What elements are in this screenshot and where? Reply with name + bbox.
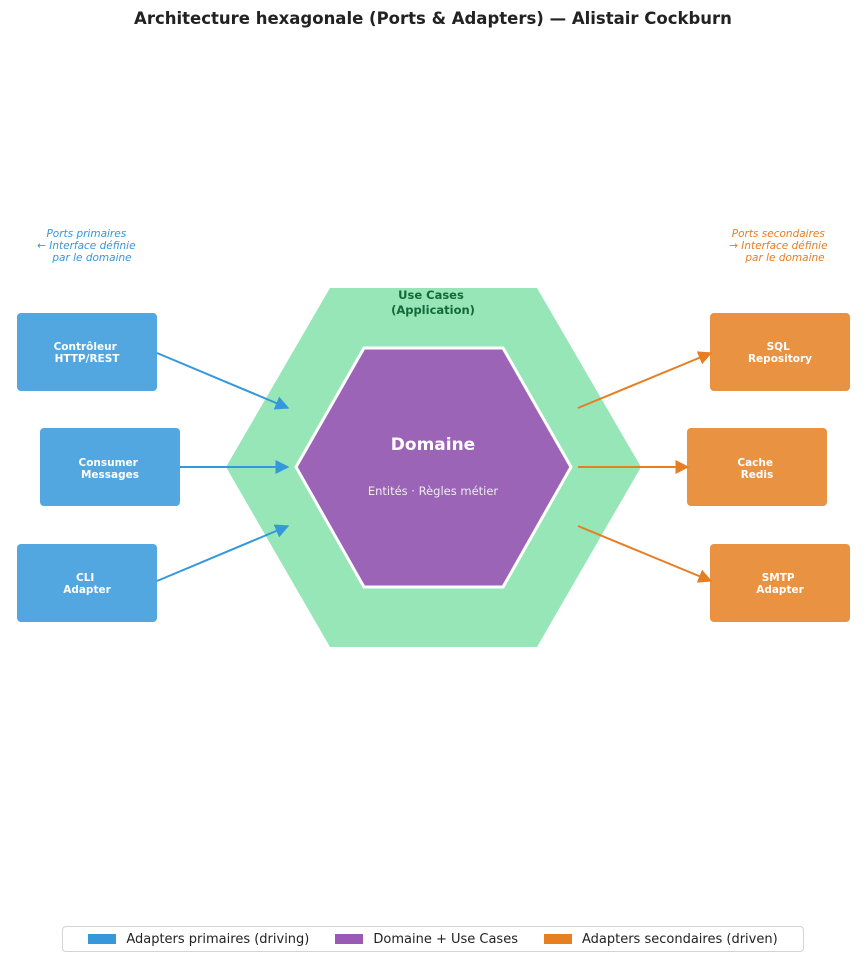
secondary-ports-note: Ports secondaires → Interface définie pa… <box>729 228 831 264</box>
secondary-adapter-redis: Cache Redis <box>687 428 827 506</box>
legend-item-primary: Adapters primaires (driving) <box>88 932 309 947</box>
svg-text:SQL Repository: SQL Repository <box>748 341 812 365</box>
legend-label-domain: Domaine + Use Cases <box>373 931 518 947</box>
legend-swatch-primary <box>88 934 117 944</box>
primary-adapter-http: Contrôleur HTTP/REST <box>17 313 157 391</box>
diagram-title: Architecture hexagonale (Ports & Adapter… <box>134 9 732 28</box>
svg-text:Consumer Messages: Consumer Messages <box>78 457 141 481</box>
svg-text:Contrôleur HTTP/REST: Contrôleur HTTP/REST <box>54 341 121 365</box>
arrow-http-to-core <box>156 352 290 410</box>
legend: Adapters primaires (driving) Domaine + U… <box>62 926 804 952</box>
legend-item-secondary: Adapters secondaires (driven) <box>543 931 778 947</box>
legend-item-domain: Domaine + Use Cases <box>335 932 518 947</box>
svg-text:Cache Redis: Cache Redis <box>737 457 776 481</box>
usecases-label: Use Cases (Application) <box>391 288 475 317</box>
primary-adapter-consumer: Consumer Messages <box>40 428 180 506</box>
primary-adapter-cli: CLI Adapter <box>17 544 157 622</box>
domain-title: Domaine <box>391 435 475 455</box>
secondary-adapter-smtp: SMTP Adapter <box>710 544 850 622</box>
arrow-core-to-smtp <box>577 525 713 583</box>
legend-label-secondary: Adapters secondaires (driven) <box>581 931 778 947</box>
svg-text:SMTP Adapter: SMTP Adapter <box>756 572 804 596</box>
arrow-cli-to-core <box>156 524 290 582</box>
arrow-core-to-sql <box>577 351 713 409</box>
legend-label-primary: Adapters primaires (driving) <box>126 931 310 947</box>
primary-ports-note: Ports primaires ← Interface définie par … <box>37 228 139 264</box>
secondary-adapter-sql: SQL Repository <box>710 313 850 391</box>
legend-swatch-secondary <box>543 934 572 944</box>
svg-text:CLI Adapter: CLI Adapter <box>63 572 111 596</box>
domain-hexagon <box>294 346 573 589</box>
domain-subtitle: Entités · Règles métier <box>368 484 499 498</box>
legend-swatch-domain <box>335 934 364 944</box>
